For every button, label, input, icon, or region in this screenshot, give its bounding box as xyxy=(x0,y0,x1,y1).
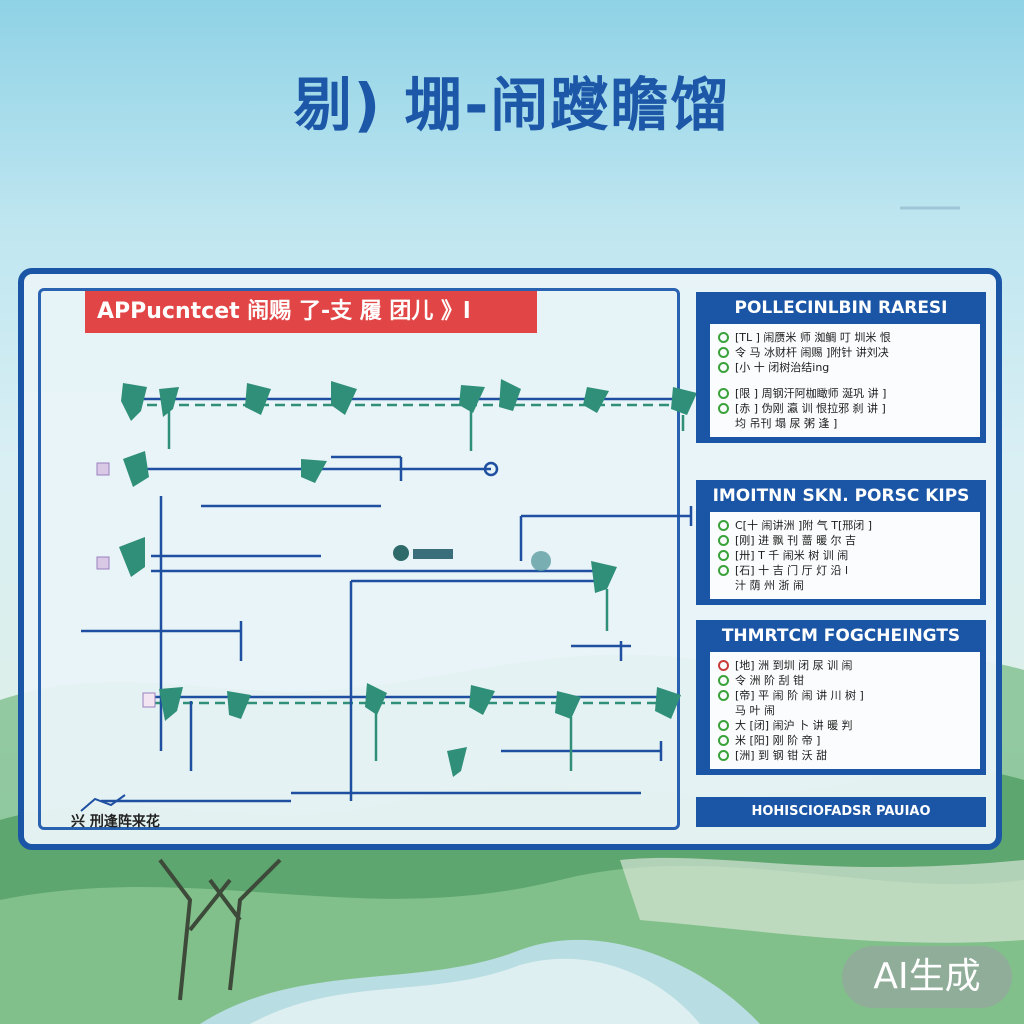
icon-cluster-1 xyxy=(393,545,453,561)
list-item: [卅] T 千 闹米 树 训 闹 xyxy=(718,548,972,563)
panel-3-title: THMRTCM FOGCHEINGTS xyxy=(721,626,961,646)
wave-line xyxy=(80,794,126,812)
node-r1-1 xyxy=(121,383,147,421)
node-r5-6 xyxy=(655,687,681,719)
process-diagram xyxy=(80,379,697,812)
bullet-icon xyxy=(718,705,729,716)
row-marker-3 xyxy=(142,692,156,708)
panel-2-title: IMOITNN SKN. PORSC KIPS xyxy=(712,486,970,506)
panel-3: THMRTCM FOGCHEINGTS [地] 洲 到圳 闭 尿 训 闹 令 洲… xyxy=(696,620,986,775)
row-marker-2 xyxy=(96,556,110,570)
flow-board: APPucntcet 闹赐 了-支 履 团儿 》l xyxy=(18,268,1002,850)
node-r1-8 xyxy=(671,387,697,415)
list-item: [帝] 平 闹 阶 闹 讲 川 树 ] xyxy=(718,688,972,703)
bullet-icon xyxy=(718,520,729,531)
node-r5-5 xyxy=(555,691,581,719)
node-r2-1 xyxy=(123,451,149,487)
panel-2: IMOITNN SKN. PORSC KIPS C[十 闹讲洲 ]附 气 T[邢… xyxy=(696,480,986,605)
bullet-icon xyxy=(718,660,729,671)
list-item: 令 马 冰财杆 闹赐 ]附针 讲刘决 xyxy=(718,345,972,360)
bullet-icon xyxy=(718,675,729,686)
diagram-frame: APPucntcet 闹赐 了-支 履 团儿 》l xyxy=(38,288,697,830)
page-title: 剔) 堋-闹躞瞻馏 xyxy=(293,71,731,139)
node-stems xyxy=(167,411,685,771)
list-item: [小 十 闭树治结ing xyxy=(718,360,972,375)
bullet-icon xyxy=(718,720,729,731)
side-footer: HOHISCIOFADSR PAUIAO xyxy=(696,797,986,827)
node-r1-6 xyxy=(499,379,521,411)
list-item: 大 [闭] 闹沪 卜 讲 暖 判 xyxy=(718,718,972,733)
connector-endpoint xyxy=(483,461,499,477)
list-item: [石] 十 吉 门 厅 灯 沿 l xyxy=(718,563,972,578)
bullet-icon xyxy=(718,750,729,761)
connector-lines xyxy=(81,397,691,803)
bullet-icon xyxy=(718,362,729,373)
list-item: C[十 闹讲洲 ]附 气 T[邢闭 ] xyxy=(718,518,972,533)
bullet-icon xyxy=(718,347,729,358)
node-r1-2 xyxy=(159,387,179,417)
list-item: [洲] 到 钢 钳 沃 甜 xyxy=(718,748,972,763)
node-r1-4 xyxy=(331,381,357,415)
panel-1-body: [TL ] 闹赝米 师 洳鲷 叮 圳米 恨 令 马 冰财杆 闹赐 ]附针 讲刘决… xyxy=(710,324,980,437)
side-panels: POLLECINLBIN RARESI [TL ] 闹赝米 师 洳鲷 叮 圳米 … xyxy=(696,292,986,827)
list-item: 均 吊刊 塌 尿 粥 逢 ] xyxy=(718,416,972,431)
node-r5-2 xyxy=(227,691,251,719)
node-r1-7 xyxy=(583,387,609,413)
list-item xyxy=(718,375,972,386)
bullet-icon xyxy=(718,375,729,386)
ai-generated-badge: AI生成 xyxy=(842,946,1012,1008)
panel-3-body: [地] 洲 到圳 闭 尿 训 闹 令 洲 阶 刮 钳 [帝] 平 闹 阶 闹 讲… xyxy=(710,652,980,769)
node-r2-2 xyxy=(301,459,327,483)
bullet-icon xyxy=(718,418,729,429)
vertical-connectors xyxy=(159,457,693,801)
node-r7-1 xyxy=(447,747,467,777)
list-item: [TL ] 闹赝米 师 洳鲷 叮 圳米 恨 xyxy=(718,330,972,345)
panel-1: POLLECINLBIN RARESI [TL ] 闹赝米 师 洳鲷 叮 圳米 … xyxy=(696,292,986,443)
bullet-icon xyxy=(718,388,729,399)
node-r5-1 xyxy=(159,687,183,721)
bullet-icon xyxy=(718,550,729,561)
list-item: 令 洲 阶 刮 钳 xyxy=(718,673,972,688)
node-r3-1 xyxy=(119,537,145,577)
node-r5-4 xyxy=(469,685,495,715)
diagram-footer-label: 兴 刑逢阵来花 xyxy=(71,814,160,830)
bullet-icon xyxy=(718,535,729,546)
node-r1-5 xyxy=(459,385,485,413)
bullet-icon xyxy=(718,580,729,591)
list-item: [赤 ] 伪刚 瀛 训 恨拉邪 刹 讲 ] xyxy=(718,401,972,416)
bullet-icon xyxy=(718,332,729,343)
bullet-icon xyxy=(718,690,729,701)
list-item: 汁 荫 州 浙 闹 xyxy=(718,578,972,593)
node-r1-3 xyxy=(245,383,271,415)
bullet-icon xyxy=(718,565,729,576)
board-header: APPucntcet 闹赐 了-支 履 团儿 》l xyxy=(85,291,537,333)
list-item: [限 ] 周钢汗阿枷瞰师 涎巩 讲 ] xyxy=(718,386,972,401)
list-item: 马 叶 闹 xyxy=(718,703,972,718)
node-r3-2 xyxy=(591,561,617,593)
arrow-nodes xyxy=(119,379,697,777)
list-item: [刚] 进 飘 刊 蔷 暖 尔 吉 xyxy=(718,533,972,548)
node-r5-3 xyxy=(365,683,387,715)
icon-cluster-2 xyxy=(531,551,551,571)
row-marker-1 xyxy=(96,462,110,476)
list-item: [地] 洲 到圳 闭 尿 训 闹 xyxy=(718,658,972,673)
bullet-icon xyxy=(718,403,729,414)
bullet-icon xyxy=(718,735,729,746)
panel-1-title: POLLECINLBIN RARESI xyxy=(734,298,948,318)
panel-2-body: C[十 闹讲洲 ]附 气 T[邢闭 ] [刚] 进 飘 刊 蔷 暖 尔 吉 [卅… xyxy=(710,512,980,599)
list-item: 米 [阳] 刚 阶 帝 ] xyxy=(718,733,972,748)
